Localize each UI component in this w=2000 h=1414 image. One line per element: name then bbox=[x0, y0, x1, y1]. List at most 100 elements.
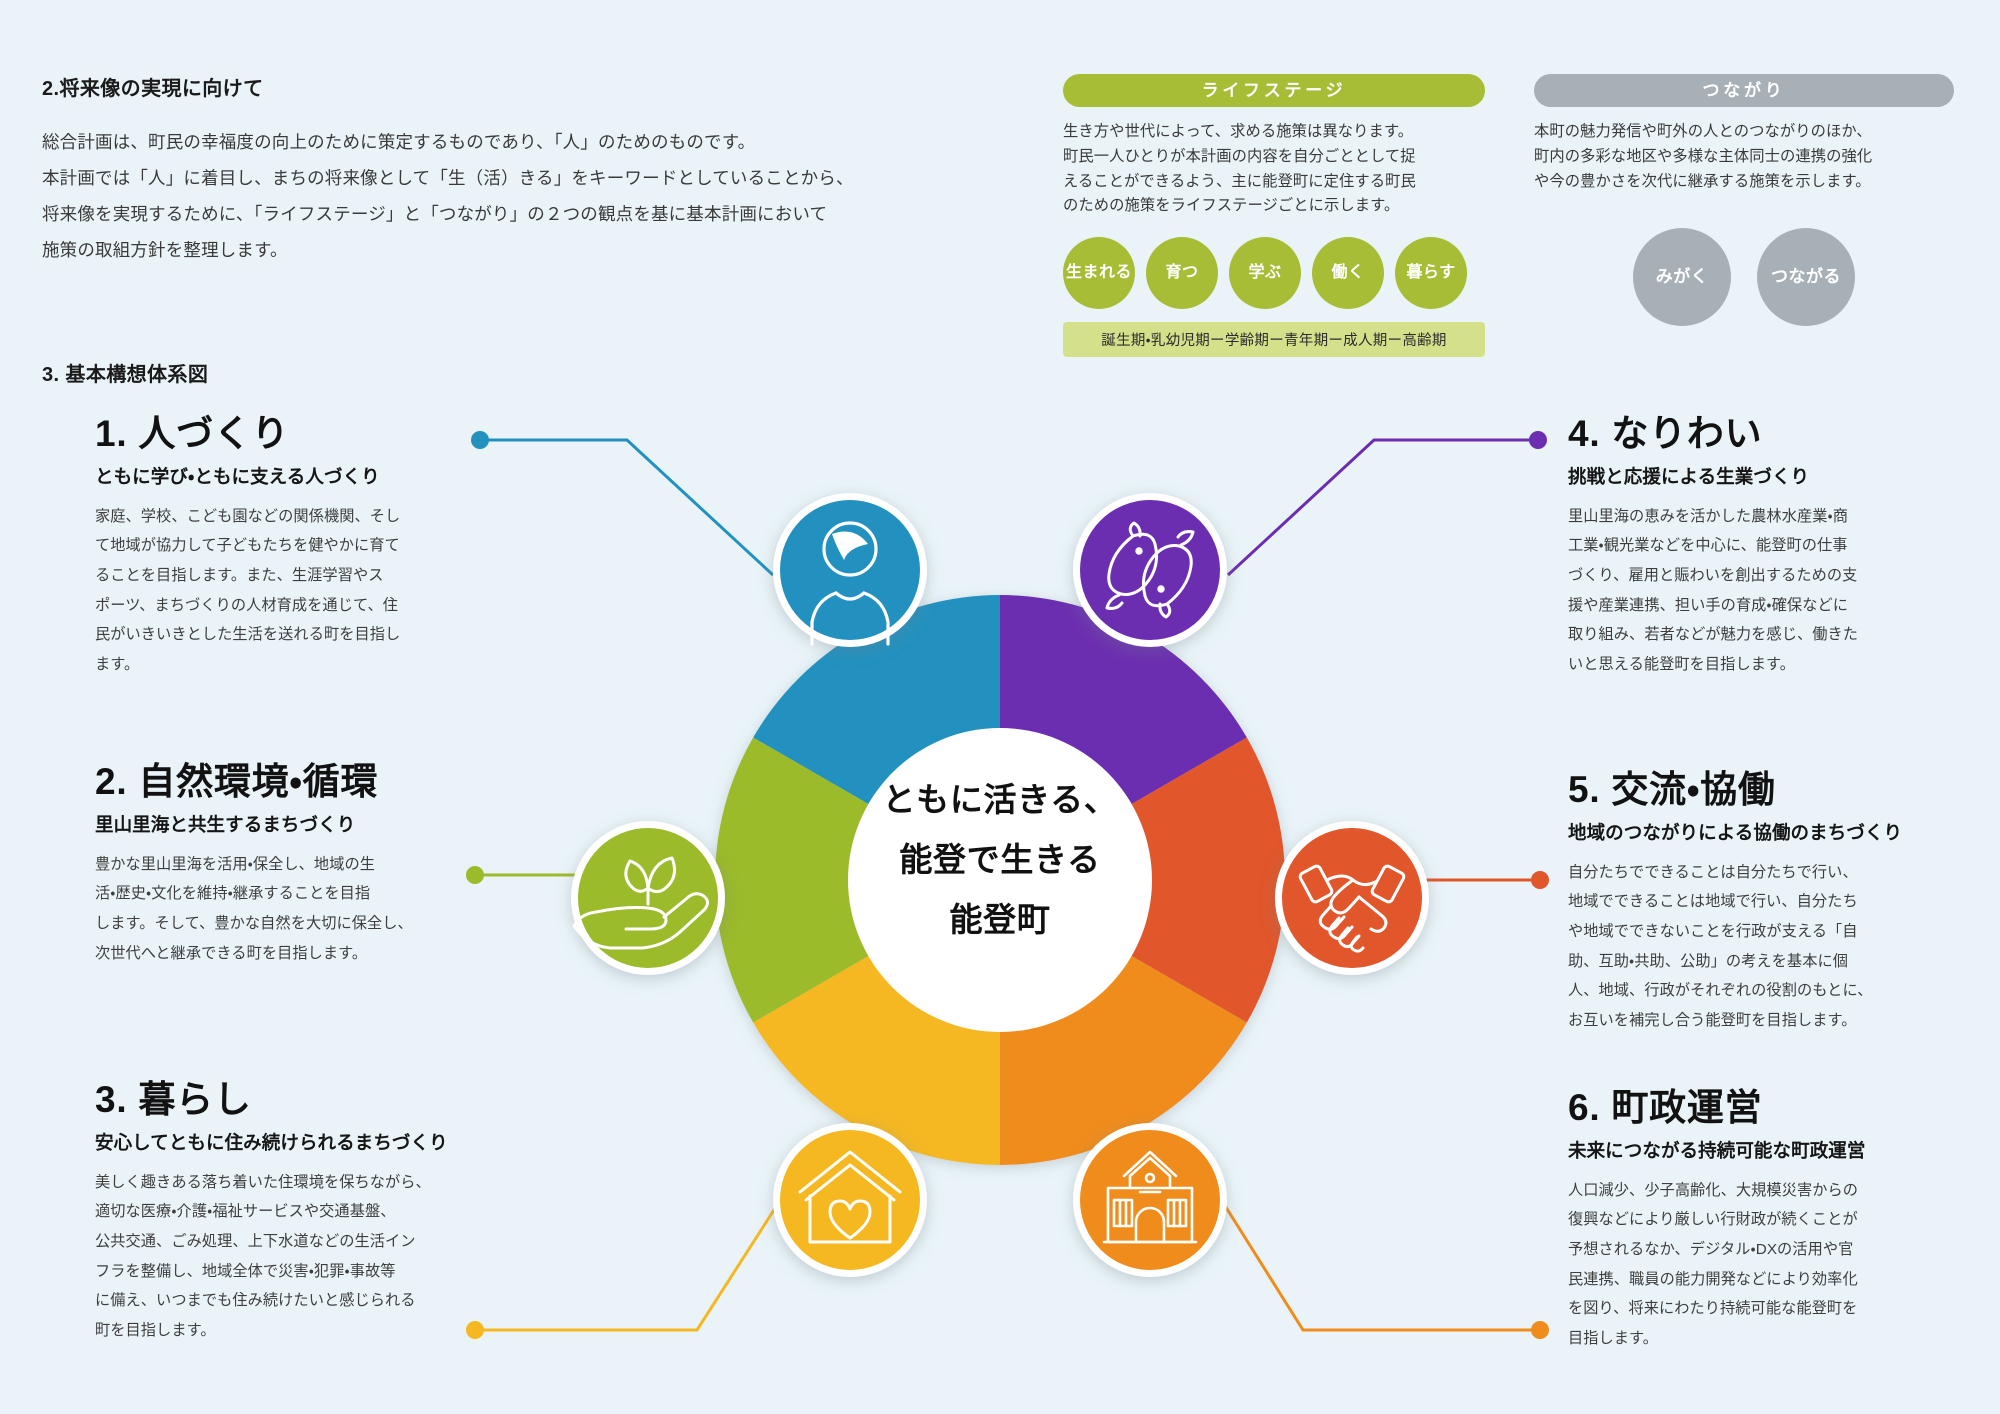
tsunagari-circles: みがく つながる bbox=[1534, 228, 1954, 327]
body-line: 豊かな里山里海を活用・保全し、地域の生 bbox=[95, 855, 375, 873]
desc-line: 町民一人ひとりが本計画の内容を自分ごととして捉 bbox=[1063, 147, 1416, 165]
desc-line: や今の豊かさを次代に継承する施策を示します。 bbox=[1534, 172, 1871, 190]
item-title: 3. 暮らし bbox=[95, 1079, 252, 1120]
item-subtitle: 安心してともに住み続けられるまちづくり bbox=[95, 1131, 448, 1153]
stage-circle-umareru[interactable]: 生まれる bbox=[1063, 237, 1135, 310]
townhall-icon bbox=[1102, 1150, 1198, 1244]
age-period-bar: 誕生期・乳幼児期ー学齢期ー青年期ー成人期ー高齢期 bbox=[1063, 322, 1485, 358]
item-title: 5. 交流・協働 bbox=[1568, 769, 1776, 810]
life-stage-panel: ライフステージ 生き方や世代によって、求める施策は異なります。 町民一人ひとりが… bbox=[1063, 74, 1485, 358]
life-stage-description: 生き方や世代によって、求める施策は異なります。 町民一人ひとりが本計画の内容を自… bbox=[1063, 120, 1485, 219]
body-line: て地域が協力して子どもたちを健やかに育て bbox=[95, 537, 400, 555]
body-line: 予想されるなか、デジタル・DXの活用や官 bbox=[1568, 1240, 1854, 1258]
item-body: 自分たちでできることは自分たちで行い、 地域でできることは地域で行い、自分たち … bbox=[1568, 858, 1960, 1036]
body-line: 活・歴史・文化を維持・継承することを目指 bbox=[95, 885, 371, 903]
body-line: します。そして、豊かな自然を大切に保全し、 bbox=[95, 914, 413, 932]
item-body: 家庭、学校、こども園などの関係機関、そし て地域が協力して子どもたちを健やかに育… bbox=[95, 502, 487, 680]
item-subtitle: 地域のつながりによる協働のまちづくり bbox=[1568, 821, 1903, 843]
body-line: 民がいきいきとした生活を送れる町を目指し bbox=[95, 626, 401, 644]
connector-3 bbox=[475, 1184, 792, 1332]
item-subtitle: 挑戦と応援による生業づくり bbox=[1568, 465, 1810, 487]
donut-segment-6[interactable] bbox=[1000, 955, 1247, 1165]
center-line: 能登で生きる bbox=[899, 841, 1101, 879]
connector-dot-5 bbox=[1531, 871, 1549, 889]
concept-item-2: 2. 自然環境・循環 里山里海と共生するまちづくり 豊かな里山里海を活用・保全し… bbox=[95, 760, 487, 968]
body-line: 町を目指します。 bbox=[95, 1321, 216, 1339]
intro-line: 本計画では「人」に着目し、まちの将来像として「生（活）きる」をキーワードとしてい… bbox=[42, 167, 854, 188]
item-title: 1. 人づくり bbox=[95, 413, 290, 454]
diagram-heading: 3. 基本構想体系図 bbox=[42, 364, 209, 386]
connector-dot-4 bbox=[1529, 431, 1547, 449]
home-heart-icon bbox=[798, 1150, 902, 1244]
stage-circle-hataraku[interactable]: 働く bbox=[1312, 237, 1384, 310]
tsunagari-circle-tsunagaru[interactable]: つながる bbox=[1757, 228, 1855, 327]
item-title: 6. 町政運営 bbox=[1568, 1087, 1763, 1128]
body-line: 次世代へと継承できる町を目指します。 bbox=[95, 944, 368, 962]
center-vision-label: ともに活きる、 能登で生きる 能登町 bbox=[800, 770, 1200, 950]
intro-block: 2.将来像の実現に向けて 総合計画は、町民の幸福度の向上のために策定するものであ… bbox=[42, 72, 922, 269]
icon-bubble-handshake[interactable] bbox=[1275, 821, 1429, 975]
icon-bubble-person[interactable] bbox=[773, 493, 927, 647]
body-line: 人口減少、少子高齢化、大規模災害からの bbox=[1568, 1181, 1859, 1199]
desc-line: 生き方や世代によって、求める施策は異なります。 bbox=[1063, 123, 1414, 140]
fish-icon bbox=[1105, 521, 1195, 619]
body-line: ることを目指します。また、生涯学習やス bbox=[95, 566, 384, 584]
body-line: ポーツ、まちづくりの人材育成を通じて、住 bbox=[95, 596, 398, 614]
body-line: や地域でできないことを行政が支える「自 bbox=[1568, 922, 1858, 940]
body-line: 民連携、職員の能力開発などにより効率化 bbox=[1568, 1270, 1858, 1288]
body-line: 人、地域、行政がそれぞれの役割のもとに、 bbox=[1568, 982, 1873, 1000]
center-line: 能登町 bbox=[949, 901, 1051, 939]
body-line: 工業・観光業などを中心に、能登町の仕事 bbox=[1568, 537, 1848, 555]
tsunagari-title: つながり bbox=[1534, 74, 1954, 107]
item-title: 4. なりわい bbox=[1568, 413, 1763, 454]
item-title: 2. 自然環境・循環 bbox=[95, 761, 379, 802]
concept-item-3: 3. 暮らし 安心してともに住み続けられるまちづくり 美しく趣きある落ち着いた住… bbox=[95, 1078, 487, 1346]
item-subtitle: ともに学び・ともに支える人づくり bbox=[95, 465, 380, 487]
tsunagari-description: 本町の魅力発信や町外の人とのつながりのほか、 町内の多彩な地区や多様な主体同士の… bbox=[1534, 120, 1954, 194]
stage-circle-manabu[interactable]: 学ぶ bbox=[1229, 237, 1301, 310]
tsunagari-circle-migaku[interactable]: みがく bbox=[1633, 228, 1731, 327]
concept-item-6: 6. 町政運営 未来につながる持続可能な町政運営 人口減少、少子高齢化、大規模災… bbox=[1568, 1086, 1960, 1354]
item-subtitle: 里山里海と共生するまちづくり bbox=[95, 813, 356, 835]
center-line: ともに活きる、 bbox=[882, 781, 1118, 818]
body-line: 援や産業連携、担い手の育成・確保などに bbox=[1568, 596, 1848, 614]
donut-segment-3[interactable] bbox=[753, 955, 1000, 1165]
item-body: 美しく趣きある落ち着いた住環境を保ちながら、 適切な医療・介護・福祉サービスや交… bbox=[95, 1168, 487, 1346]
intro-heading: 2.将来像の実現に向けて bbox=[42, 78, 264, 100]
intro-line: 総合計画は、町民の幸福度の向上のために策定するものであり、「人」のためのものです… bbox=[42, 132, 756, 152]
connector-dot-6 bbox=[1531, 1321, 1549, 1339]
intro-line: 施策の取組方針を整理します。 bbox=[42, 239, 288, 260]
icon-bubble-home-heart[interactable] bbox=[773, 1123, 927, 1277]
stage-circle-sodatsu[interactable]: 育つ bbox=[1146, 237, 1218, 310]
body-line: 目指します。 bbox=[1568, 1329, 1659, 1347]
connector-4 bbox=[1226, 438, 1538, 577]
body-line: 里山里海の恵みを活かした農林水産業・商 bbox=[1568, 507, 1848, 525]
item-body: 豊かな里山里海を活用・保全し、地域の生 活・歴史・文化を維持・継承することを目指… bbox=[95, 850, 487, 969]
body-line: づくり、雇用と賑わいを創出するための支 bbox=[1568, 566, 1858, 584]
person-icon bbox=[810, 521, 890, 646]
body-line: フラを整備し、地域全体で災害・犯罪・事故等 bbox=[95, 1262, 396, 1280]
icon-bubble-townhall[interactable] bbox=[1073, 1123, 1227, 1277]
intro-paragraph: 総合計画は、町民の幸福度の向上のために策定するものであり、「人」のためのものです… bbox=[42, 125, 922, 269]
desc-line: 本町の魅力発信や町外の人とのつながりのほか、 bbox=[1534, 123, 1872, 140]
desc-line: 町内の多彩な地区や多様な主体同士の連携の強化 bbox=[1534, 147, 1873, 165]
item-body: 里山里海の恵みを活かした農林水産業・商 工業・観光業などを中心に、能登町の仕事 … bbox=[1568, 502, 1960, 680]
stage-circle-kurasu[interactable]: 暮らす bbox=[1395, 237, 1467, 310]
body-line: ます。 bbox=[95, 655, 140, 673]
desc-line: えることができるよう、主に能登町に定住する町民 bbox=[1063, 172, 1416, 190]
body-line: 地域でできることは地域で行い、自分たち bbox=[1568, 893, 1858, 911]
desc-line: のための施策をライフステージごとに示します。 bbox=[1063, 197, 1400, 215]
body-line: 美しく趣きある落ち着いた住環境を保ちながら、 bbox=[95, 1173, 431, 1191]
body-line: いと思える能登町を目指します。 bbox=[1568, 655, 1795, 673]
hand-sprout-icon bbox=[572, 856, 709, 950]
body-line: 助、互助・共助、公助」の考えを基本に個 bbox=[1568, 952, 1848, 970]
icon-bubble-hand-sprout[interactable] bbox=[571, 821, 725, 975]
icon-bubble-fish[interactable] bbox=[1073, 493, 1227, 647]
body-line: 自分たちでできることは自分たちで行い、 bbox=[1568, 863, 1858, 881]
body-line: 適切な医療・介護・福祉サービスや交通基盤、 bbox=[95, 1203, 396, 1221]
item-subtitle: 未来につながる持続可能な町政運営 bbox=[1568, 1139, 1866, 1161]
intro-line: 将来像を実現するために、「ライフステージ」と「つながり」の２つの観点を基に基本計… bbox=[42, 203, 828, 224]
concept-item-5: 5. 交流・協働 地域のつながりによる協働のまちづくり 自分たちでできることは自… bbox=[1568, 768, 1960, 1036]
body-line: お互いを補完し合う能登町を目指します。 bbox=[1568, 1011, 1857, 1029]
life-stage-title: ライフステージ bbox=[1063, 74, 1485, 107]
